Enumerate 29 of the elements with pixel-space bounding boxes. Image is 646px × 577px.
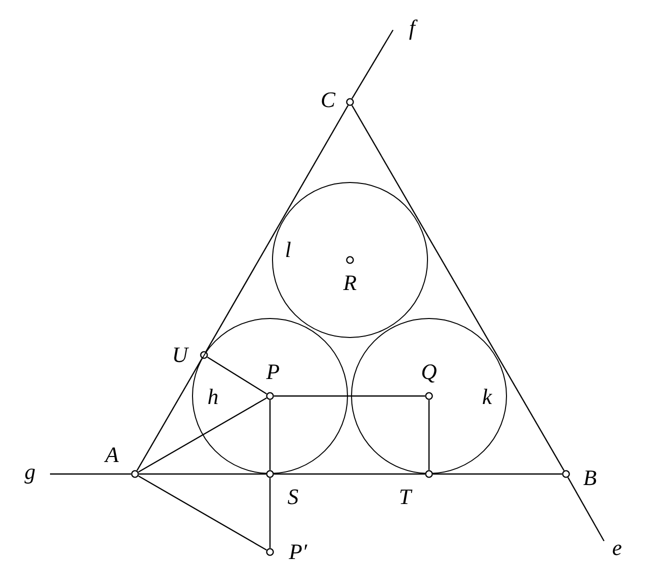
point-label: P′ (288, 539, 308, 565)
line-segment (352, 105, 564, 471)
line-segment (269, 478, 271, 548)
line-segment (138, 397, 267, 473)
line-segment (433, 473, 562, 475)
point-label: B (582, 465, 598, 491)
line-segment (567, 477, 605, 542)
circle-label: k (481, 384, 494, 410)
line-segment (136, 358, 203, 471)
line-segment (138, 475, 267, 551)
circle-label: h (206, 384, 220, 410)
line-segment (428, 400, 430, 470)
line-segment (274, 395, 425, 397)
line-segment (50, 473, 131, 475)
point-label: U (171, 342, 190, 368)
line-segment (269, 400, 271, 470)
line-segment (205, 105, 349, 352)
point-label: A (103, 442, 120, 468)
point-label: P (265, 359, 281, 385)
circle-label: l (284, 237, 292, 263)
point-label: Q (420, 359, 438, 385)
point-label: S (286, 484, 300, 510)
point-label: R (342, 270, 358, 296)
line-segment (207, 356, 267, 394)
line-segment (274, 473, 425, 475)
point-label: T (398, 484, 414, 510)
point-label: C (320, 87, 336, 113)
line-segment (139, 473, 266, 475)
line-segment (352, 30, 394, 99)
